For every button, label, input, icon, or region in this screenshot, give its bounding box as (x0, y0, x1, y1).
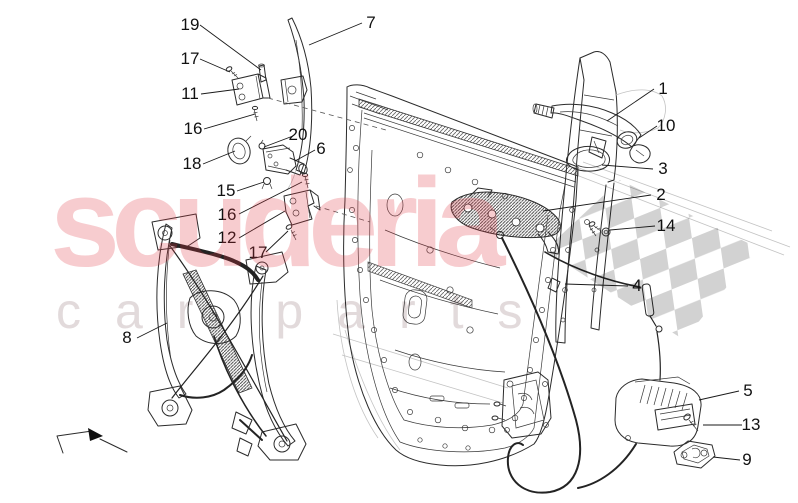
callout-17[interactable]: 17 (181, 49, 200, 68)
callout-6[interactable]: 6 (316, 139, 325, 158)
leader-lines (136, 22, 742, 461)
callout-3[interactable]: 3 (658, 159, 667, 178)
window-frame (555, 51, 666, 344)
projection-guides (332, 161, 791, 451)
door-latch (491, 371, 552, 439)
callout-2[interactable]: 2 (656, 185, 665, 204)
door-handle-group (532, 103, 651, 172)
callout-13[interactable]: 13 (742, 415, 761, 434)
callout-16[interactable]: 16 (184, 119, 203, 138)
upper-hinge (225, 63, 271, 122)
callout-15[interactable]: 15 (217, 181, 236, 200)
door-panel (343, 84, 597, 467)
window-regulator (147, 213, 307, 461)
callout-16b[interactable]: 16 (218, 205, 237, 224)
callout-12[interactable]: 12 (218, 228, 237, 247)
callout-11[interactable]: 11 (181, 84, 199, 103)
callout-7[interactable]: 7 (366, 13, 375, 32)
callout-4[interactable]: 4 (632, 276, 641, 295)
callout-18[interactable]: 18 (183, 154, 202, 173)
callout-14[interactable]: 14 (657, 216, 676, 235)
lower-bracket (267, 97, 387, 241)
callout-20[interactable]: 20 (289, 125, 308, 144)
direction-arrow (56, 428, 128, 454)
callout-9[interactable]: 9 (742, 450, 751, 469)
callout-8[interactable]: 8 (122, 328, 131, 347)
pillar-trim (280, 17, 313, 191)
callout-5[interactable]: 5 (743, 381, 752, 400)
callout-1[interactable]: 1 (658, 79, 667, 98)
callout-10[interactable]: 10 (657, 116, 676, 135)
lock-actuator-group (614, 376, 716, 469)
callout-17b[interactable]: 17 (249, 243, 268, 262)
callout-19[interactable]: 19 (181, 15, 200, 34)
